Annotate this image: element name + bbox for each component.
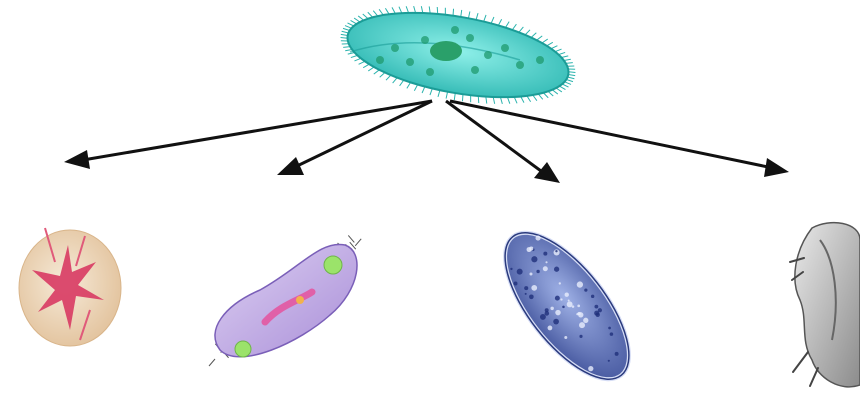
granule — [545, 261, 547, 263]
granule — [564, 336, 567, 339]
nucleus-shape — [430, 41, 462, 61]
granule — [562, 306, 565, 309]
granule — [555, 296, 560, 301]
granule — [529, 272, 532, 275]
cilium — [341, 37, 348, 38]
cilium — [446, 92, 447, 99]
cilium — [568, 72, 575, 73]
purple-ciliate-illustration-icon — [209, 235, 361, 366]
granule — [529, 294, 534, 299]
organelle — [421, 36, 429, 44]
granule — [577, 304, 580, 307]
granule — [531, 256, 537, 262]
granule — [584, 289, 587, 292]
organelle — [391, 44, 399, 52]
granule — [555, 310, 560, 315]
organelle — [406, 58, 414, 66]
blue-stained-ciliate-illustration-icon — [483, 213, 651, 396]
granule — [554, 267, 559, 272]
organelle — [471, 66, 479, 74]
organelle — [516, 61, 524, 69]
granule — [548, 326, 553, 331]
cilium — [476, 13, 478, 20]
granule — [578, 312, 583, 317]
granule — [615, 352, 619, 356]
granule — [583, 318, 588, 323]
granule — [543, 266, 548, 271]
gray-micrograph-organism-icon — [790, 223, 860, 387]
granule — [524, 286, 528, 290]
granule — [608, 327, 611, 330]
granule — [540, 314, 546, 320]
granule — [576, 313, 578, 315]
granule — [545, 311, 550, 316]
organelle — [376, 56, 384, 64]
arrow-to-first-organism — [64, 101, 432, 169]
granule — [579, 335, 582, 338]
granule — [591, 295, 594, 298]
organelle — [466, 34, 474, 42]
granule — [608, 360, 610, 362]
cilium — [341, 34, 348, 35]
cilium — [568, 77, 575, 79]
granule — [560, 298, 562, 300]
granule — [529, 247, 533, 251]
granule — [577, 281, 583, 287]
granule — [553, 319, 559, 325]
granule — [536, 270, 539, 273]
granule — [535, 236, 540, 241]
granule — [559, 282, 561, 284]
cilium — [209, 359, 215, 366]
granule — [517, 269, 523, 275]
granule — [543, 252, 547, 256]
granule — [568, 299, 570, 301]
organelle — [484, 51, 492, 59]
red-stained-cell-illustration-icon — [19, 228, 121, 346]
granule — [565, 293, 569, 297]
granule — [531, 285, 537, 291]
granule — [555, 250, 557, 252]
granule — [550, 307, 553, 310]
cilium — [348, 235, 354, 242]
paramecium-illustration-icon — [341, 0, 576, 112]
cilium — [454, 93, 455, 100]
arrow-to-second-organism — [277, 101, 432, 175]
granule — [594, 305, 598, 309]
cilium — [568, 74, 575, 75]
cilium — [461, 10, 462, 17]
granule — [579, 322, 585, 328]
organelle — [426, 68, 434, 76]
cilium — [355, 239, 361, 246]
organelle — [536, 56, 544, 64]
cilium — [342, 31, 349, 33]
granule — [525, 293, 527, 295]
granule — [567, 301, 573, 307]
granule — [510, 268, 512, 270]
granule — [610, 332, 614, 336]
cilium — [468, 11, 469, 18]
organelle — [451, 26, 459, 34]
granule — [594, 311, 599, 316]
granule — [514, 282, 518, 286]
arrow-to-fourth-organism — [450, 101, 789, 177]
granule — [588, 366, 593, 371]
organelle — [501, 44, 509, 52]
cilium — [438, 90, 440, 97]
